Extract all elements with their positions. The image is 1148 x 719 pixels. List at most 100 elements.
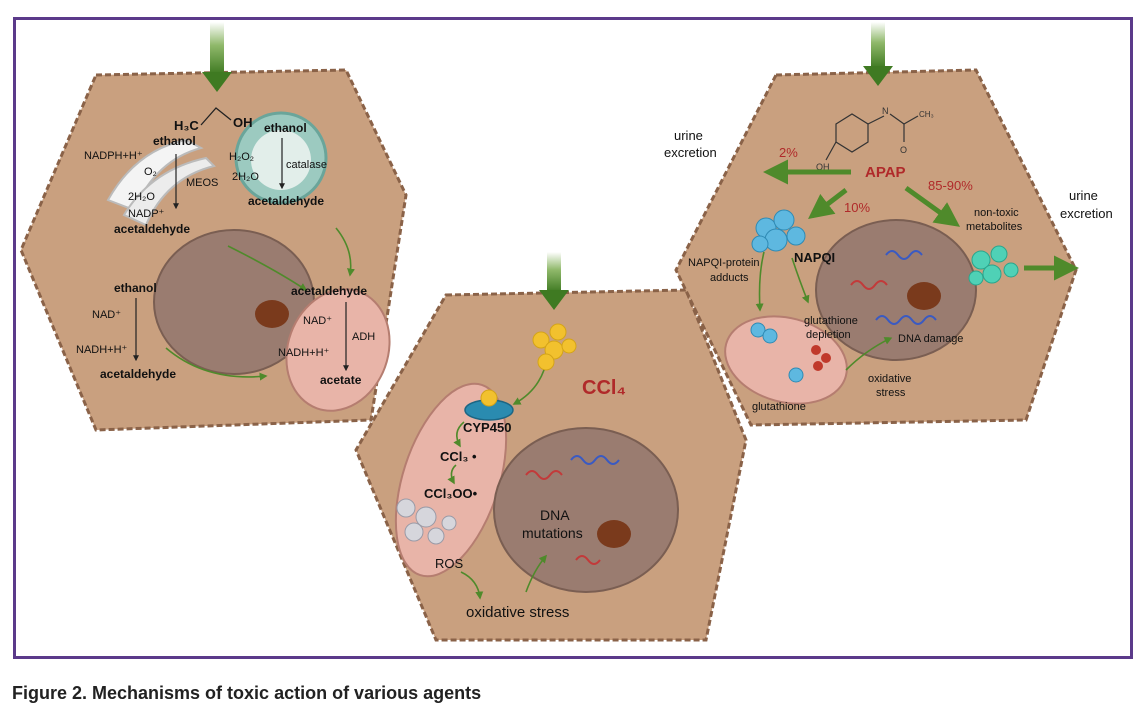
ccl4-agent-label: CCl₄	[582, 377, 626, 399]
urine-left-label-1: urine	[674, 128, 703, 143]
glutathione-label: glutathione	[752, 401, 806, 413]
meos-acetaldehyde-label: acetaldehyde	[114, 222, 190, 236]
ccl4-molecule-sphere-5	[537, 353, 555, 371]
ethanol-molecule-h3c: H₃C	[174, 118, 199, 133]
apap-dna-strand-2	[885, 250, 923, 260]
metabolite-sphere-2	[990, 245, 1008, 263]
ccl4-dna-strand-2	[570, 455, 620, 465]
ccl4-nucleolus	[597, 520, 631, 548]
apap-arrow-85pct	[904, 185, 961, 227]
adduct-sphere-1	[750, 322, 766, 338]
ros-bubble-3	[404, 522, 424, 542]
urine-left-label-2: excretion	[664, 145, 717, 160]
adduct-sphere-3	[788, 367, 804, 383]
mito-nadh-label: NADH+H⁺	[278, 347, 330, 359]
ethanol-arrow-nucleus-to-mito	[227, 245, 308, 291]
cyto-nadh-label: NADH+H⁺	[76, 344, 128, 356]
ethanol-arrow-cyto-to-mito	[165, 347, 268, 381]
ethanol-molecule-oh: OH	[233, 115, 253, 130]
glutathione-bead-1	[811, 345, 821, 355]
ccl4-arrow-ros-to-stress	[460, 571, 484, 600]
napqi-sphere-3	[764, 228, 788, 252]
apap-molecule-o: O	[900, 145, 907, 155]
pct-85-label: 85-90%	[928, 178, 973, 193]
ethanol-label-top: ethanol	[153, 134, 196, 148]
apap-cell: N O CH₃ OH	[664, 22, 1113, 427]
ros-bubble-5	[441, 515, 457, 531]
cyto-acetaldehyde-label: acetaldehyde	[100, 367, 176, 381]
dna-mutations-label-2: mutations	[522, 525, 583, 541]
ccl4-oxidative-stress-label: oxidative stress	[466, 604, 569, 621]
apap-dna-strand-3	[875, 315, 937, 325]
perox-acetaldehyde-label: acetaldehyde	[248, 194, 324, 208]
ros-bubble-2	[415, 506, 437, 528]
apap-arrow-stress-to-dna	[845, 337, 893, 371]
ccl4-arrow-stress-to-dna	[525, 554, 548, 593]
glutathione-depletion-label-1: glutathione	[804, 315, 858, 327]
ccl4-dna-strand-3	[575, 555, 601, 565]
ccl4-molecule-sphere-1	[532, 331, 550, 349]
ccl4-dna-strand-1	[525, 470, 563, 480]
apap-molecule-oh: OH	[816, 162, 830, 172]
mito-adh-label: ADH	[352, 331, 375, 343]
glutathione-bead-3	[813, 361, 823, 371]
dna-damage-label: DNA damage	[898, 333, 963, 345]
ccl4-inlet-arrow	[547, 252, 561, 292]
glutathione-depletion-label-2: depletion	[806, 329, 851, 341]
apap-molecule-n: N	[882, 106, 889, 116]
ccl4-molecule-sphere-4	[561, 338, 577, 354]
ros-bubble-1	[396, 498, 416, 518]
perox-ethanol-label: ethanol	[264, 121, 307, 135]
urine-right-label-1: urine	[1069, 188, 1098, 203]
apap-arrow-napqi-to-depletion	[791, 257, 810, 304]
apap-oxidative-stress-label-1: oxidative	[868, 373, 911, 385]
perox-h2o-label: 2H₂O	[232, 171, 259, 183]
ethanol-inlet-arrow	[210, 22, 224, 74]
napqi-adducts-label-2: adducts	[710, 272, 749, 284]
nontoxic-label-2: metabolites	[966, 221, 1023, 233]
meos-nadp-label: NADP⁺	[128, 208, 165, 220]
apap-arrow-napqi-to-adducts	[755, 251, 765, 312]
ethanol-molecule-bonds	[200, 107, 232, 126]
apap-molecule	[825, 113, 919, 161]
apap-molecule-ch3: CH₃	[919, 110, 934, 119]
er-meos-inner	[122, 156, 216, 227]
ethanol-inlet-arrowhead	[202, 72, 232, 92]
metabolite-sphere-3	[982, 264, 1002, 284]
ros-label: ROS	[435, 556, 464, 571]
ethanol-arrow-perox-to-mito	[335, 227, 355, 277]
meos-label: MEOS	[186, 177, 218, 189]
figure-caption: Figure 2. Mechanisms of toxic action of …	[12, 683, 482, 703]
perox-catalase-label: catalase	[286, 159, 327, 171]
apap-oxidative-stress-label-2: stress	[876, 387, 906, 399]
meos-h2o-label: 2H₂O	[128, 191, 155, 203]
cyto-ethanol-label: ethanol	[114, 281, 157, 295]
apap-mitochondrion	[724, 315, 848, 405]
pct-10-label: 10%	[844, 200, 870, 215]
ccl4-arrow-to-ccl3oo	[447, 464, 457, 485]
perox-h2o2-label: H₂O₂	[229, 151, 254, 163]
dna-mutations-label-1: DNA	[540, 507, 570, 523]
glutathione-bead-2	[821, 353, 831, 363]
mito-nad-label: NAD⁺	[303, 315, 332, 327]
apap-agent-label: APAP	[865, 164, 906, 181]
cyp450-heme	[480, 389, 498, 407]
cyp450-label: CYP450	[463, 420, 511, 435]
urine-right-label-2: excretion	[1060, 206, 1113, 221]
apap-nucleus	[815, 219, 977, 361]
metabolite-sphere-1	[971, 250, 991, 270]
mito-acetate-label: acetate	[320, 373, 362, 387]
napqi-label: NAPQI	[794, 250, 835, 265]
cyto-nad-label: NAD⁺	[92, 309, 121, 321]
meos-nadph-label: NADPH+H⁺	[84, 150, 143, 162]
apap-inlet-arrowhead	[863, 66, 893, 86]
peroxisome-inner	[251, 130, 311, 190]
mito-acetaldehyde-label: acetaldehyde	[291, 284, 367, 298]
ccl4-inlet-arrowhead	[539, 290, 569, 310]
nontoxic-label-1: non-toxic	[974, 207, 1019, 219]
apap-dna-strand-1	[850, 280, 888, 290]
pct-2-label: 2%	[779, 145, 798, 160]
napqi-adducts-label-1: NAPQI-protein	[688, 257, 760, 269]
metabolite-sphere-5	[968, 270, 984, 286]
napqi-sphere-4	[786, 226, 806, 246]
